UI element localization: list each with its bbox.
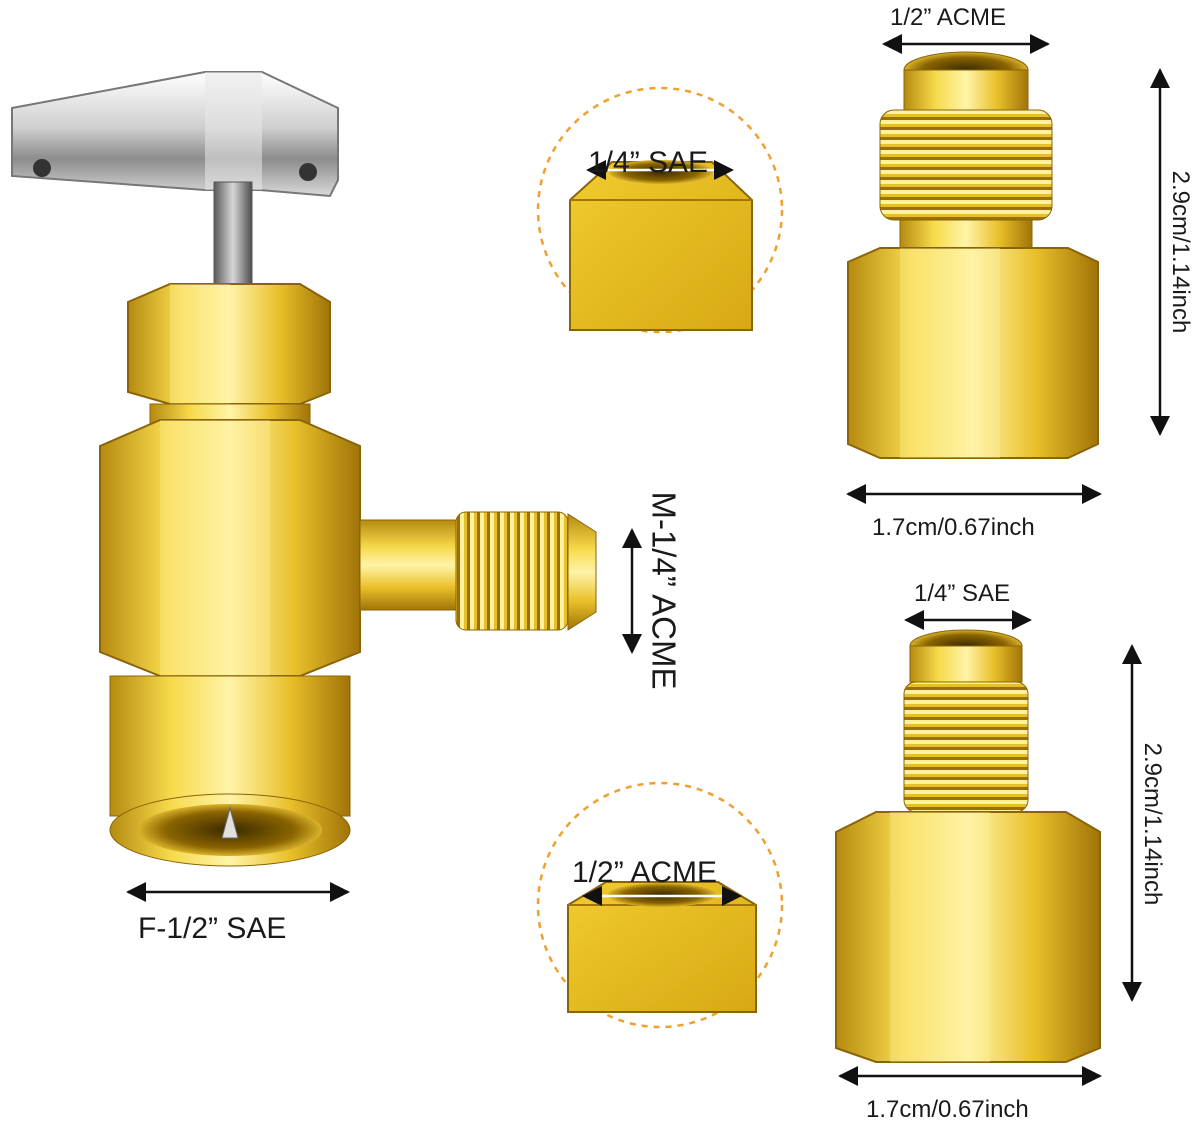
packing-nut — [127, 283, 331, 405]
adapter-1-threads — [879, 109, 1053, 221]
callout-top-label: 1/4” SAE — [588, 146, 709, 179]
adapter-2-threads — [903, 681, 1029, 813]
can-tap-valve — [11, 71, 597, 867]
adapter-1-hex — [847, 247, 1099, 459]
adapter-1 — [847, 51, 1099, 459]
adapter-1-height-label: 2.9cm/1.14inch — [1167, 170, 1194, 334]
t-handle — [11, 71, 339, 198]
valve-stem — [213, 181, 253, 293]
valve-body — [99, 419, 361, 677]
adapter-2-hex — [835, 811, 1101, 1063]
adapter-2-height-label: 2.9cm/1.14inch — [1139, 742, 1166, 906]
adapter-1-width-label: 1.7cm/0.67inch — [872, 514, 1035, 541]
callout-bottom — [536, 781, 784, 1029]
valve-outlet-label: M-1/4” ACME — [645, 491, 683, 690]
callout-top — [536, 86, 784, 334]
adapter-2-width-label: 1.7cm/0.67inch — [866, 1096, 1029, 1123]
outlet-nipple — [359, 519, 461, 611]
adapter-1-top-label: 1/2” ACME — [890, 4, 1007, 31]
adapter-2 — [835, 629, 1101, 1063]
callout-bottom-label: 1/2” ACME — [572, 856, 718, 889]
outlet-threads — [455, 511, 569, 631]
valve-inlet-label: F-1/2” SAE — [138, 912, 287, 945]
adapter-2-top-label: 1/4” SAE — [914, 580, 1011, 607]
